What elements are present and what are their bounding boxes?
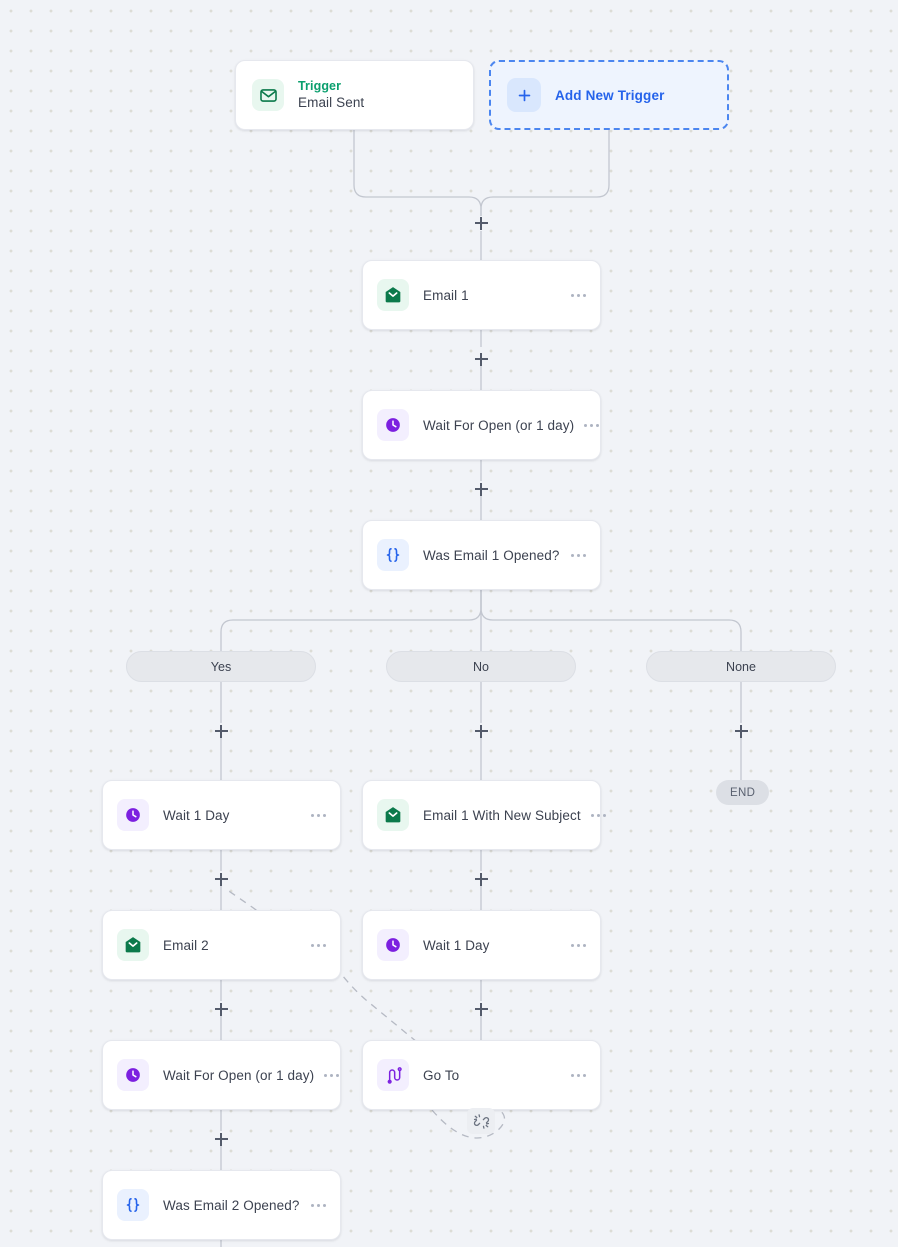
more-options-icon[interactable] xyxy=(561,943,586,947)
branch-label: No xyxy=(473,659,489,674)
clock-icon xyxy=(377,929,409,961)
node-label: Wait 1 Day xyxy=(423,937,490,953)
clock-icon xyxy=(117,1059,149,1091)
end-label: END xyxy=(730,786,756,799)
add-step-button-5[interactable] xyxy=(472,870,490,888)
plus-icon xyxy=(507,78,541,112)
node-email-2[interactable]: Email 2 xyxy=(102,910,341,980)
trigger-card[interactable]: Trigger Email Sent xyxy=(235,60,474,130)
node-label: Wait 1 Day xyxy=(163,807,230,823)
node-label: Email 1 xyxy=(423,287,469,303)
add-step-button-1[interactable] xyxy=(472,214,490,232)
end-badge: END xyxy=(716,780,770,805)
add-step-button-yes[interactable] xyxy=(212,722,230,740)
node-wait-1-day-yes[interactable]: Wait 1 Day xyxy=(102,780,341,850)
branch-pill-no[interactable]: No xyxy=(386,651,576,682)
envelope-icon xyxy=(377,279,409,311)
node-wait-1-day-no[interactable]: Wait 1 Day xyxy=(362,910,601,980)
add-new-trigger-button[interactable]: Add New Trigger xyxy=(489,60,729,130)
envelope-outline-icon xyxy=(252,79,284,111)
clock-icon xyxy=(377,409,409,441)
add-new-trigger-label: Add New Trigger xyxy=(555,87,665,103)
more-options-icon[interactable] xyxy=(581,813,606,817)
node-label: Go To xyxy=(423,1067,460,1083)
branch-pill-yes[interactable]: Yes xyxy=(126,651,316,682)
envelope-icon xyxy=(377,799,409,831)
node-email-1[interactable]: Email 1 xyxy=(362,260,601,330)
more-options-icon[interactable] xyxy=(301,943,326,947)
more-options-icon[interactable] xyxy=(301,1203,326,1207)
braces-icon xyxy=(377,539,409,571)
node-condition-email-1-opened[interactable]: Was Email 1 Opened? xyxy=(362,520,601,590)
node-label: Email 1 With New Subject xyxy=(423,807,581,823)
node-wait-for-open-1[interactable]: Wait For Open (or 1 day) xyxy=(362,390,601,460)
more-options-icon[interactable] xyxy=(301,813,326,817)
envelope-icon xyxy=(117,929,149,961)
more-options-icon[interactable] xyxy=(314,1073,340,1077)
branch-pill-none[interactable]: None xyxy=(646,651,836,682)
node-label: Email 2 xyxy=(163,937,209,953)
broken-link-icon[interactable] xyxy=(467,1108,495,1134)
clock-icon xyxy=(117,799,149,831)
braces-icon xyxy=(117,1189,149,1221)
add-step-button-4[interactable] xyxy=(212,870,230,888)
route-icon xyxy=(377,1059,409,1091)
more-options-icon[interactable] xyxy=(574,423,600,427)
add-step-button-6[interactable] xyxy=(212,1000,230,1018)
add-step-button-8[interactable] xyxy=(212,1130,230,1148)
branch-label: Yes xyxy=(210,659,232,674)
node-wait-for-open-2[interactable]: Wait For Open (or 1 day) xyxy=(102,1040,341,1110)
node-label: Wait For Open (or 1 day) xyxy=(163,1067,315,1083)
add-step-button-2[interactable] xyxy=(472,350,490,368)
add-step-button-no[interactable] xyxy=(472,722,490,740)
more-options-icon[interactable] xyxy=(561,1073,586,1077)
add-step-button-7[interactable] xyxy=(472,1000,490,1018)
node-go-to[interactable]: Go To xyxy=(362,1040,601,1110)
node-email-1-with-new-subject[interactable]: Email 1 With New Subject xyxy=(362,780,606,850)
node-label: Wait For Open (or 1 day) xyxy=(423,417,575,433)
node-label: Was Email 1 Opened? xyxy=(423,547,560,563)
trigger-subtitle: Email Sent xyxy=(298,95,365,111)
node-condition-email-2-opened[interactable]: Was Email 2 Opened? xyxy=(102,1170,341,1240)
trigger-title: Trigger xyxy=(298,79,342,94)
add-step-button-none[interactable] xyxy=(732,722,750,740)
add-step-button-3[interactable] xyxy=(472,480,490,498)
more-options-icon[interactable] xyxy=(561,553,586,557)
branch-label: None xyxy=(726,659,756,674)
node-label: Was Email 2 Opened? xyxy=(163,1197,300,1213)
more-options-icon[interactable] xyxy=(561,293,586,297)
